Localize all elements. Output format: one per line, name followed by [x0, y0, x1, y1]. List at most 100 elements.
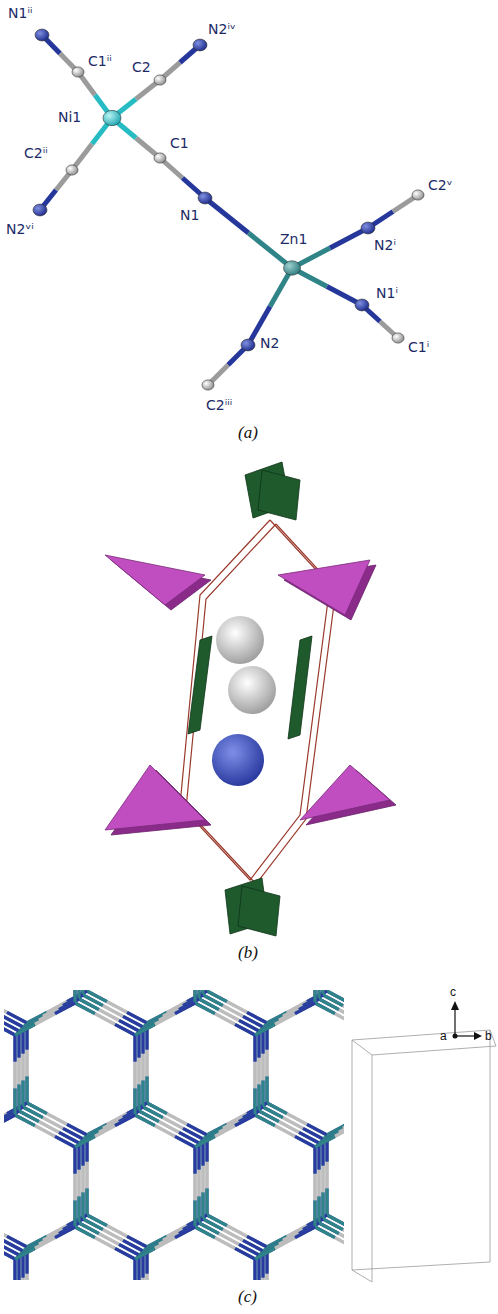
framework-bond — [145, 1076, 148, 1103]
atom-label: C2ⁱⁱ — [24, 146, 48, 161]
framework-bond — [261, 1054, 264, 1081]
framework-bond — [133, 1259, 136, 1280]
atom-ellipsoid — [154, 153, 166, 163]
framework-bond — [261, 1080, 264, 1107]
atom-ellipsoid — [72, 67, 84, 77]
framework-bond — [115, 1115, 135, 1126]
framework-bond — [155, 1014, 175, 1025]
framework-bond — [265, 1274, 268, 1280]
framework-bond — [317, 1196, 320, 1223]
framework-bond — [219, 1122, 239, 1133]
framework-bond — [115, 1248, 135, 1259]
framework-bond — [275, 1238, 295, 1249]
framework-bond — [155, 1238, 175, 1249]
framework-bond — [115, 1024, 135, 1035]
framework-bond — [195, 1136, 215, 1147]
framework-bond — [77, 990, 80, 999]
framework-bond — [255, 1115, 275, 1126]
framework-bond — [315, 1136, 335, 1147]
framework-bond — [73, 1174, 76, 1201]
atom-label: C2 — [132, 60, 151, 75]
atom-label: C1 — [170, 136, 189, 151]
framework-bond — [133, 1035, 136, 1062]
framework-bond — [159, 1234, 179, 1245]
axis-label: b — [485, 1030, 492, 1043]
framework-bond — [135, 1024, 155, 1035]
framework-bond — [19, 1244, 39, 1255]
framework-bond — [261, 1278, 264, 1280]
framework-bond — [15, 1248, 35, 1259]
framework-bond — [4, 1002, 7, 1013]
framework-bond — [197, 1170, 200, 1197]
framework-bond — [235, 1115, 255, 1126]
framework-bond — [295, 1136, 315, 1147]
framework-bond — [115, 1115, 135, 1126]
framework-bond — [155, 1126, 175, 1137]
framework-bond — [279, 1010, 299, 1021]
framework-bond — [21, 1278, 24, 1280]
framework-bond — [335, 1014, 344, 1025]
framework-bond — [135, 1115, 155, 1126]
atom-label: C1ⁱⁱ — [88, 54, 112, 69]
framework-bond — [335, 1014, 344, 1025]
framework-bond — [253, 1062, 256, 1089]
framework-bond — [4, 1024, 15, 1035]
framework-bond — [197, 1170, 200, 1197]
framework-bond — [81, 1166, 84, 1193]
framework-bond — [21, 1278, 24, 1280]
unit-cell-edge — [372, 1046, 496, 1055]
guest-molecule-sphere — [216, 616, 264, 664]
framework-bond — [205, 1162, 208, 1189]
atom-label: C1ⁱ — [408, 340, 429, 355]
framework-bond — [141, 1080, 144, 1107]
framework-bond — [85, 1162, 88, 1189]
framework-bond — [17, 1058, 20, 1085]
framework-bond — [133, 1035, 136, 1062]
axis-label: a — [440, 1030, 447, 1043]
zinc-tetrahedron — [278, 560, 370, 615]
framework-bond — [253, 1062, 256, 1089]
atom-label: N1ⁱ — [376, 286, 398, 301]
framework-bond — [325, 1188, 328, 1215]
framework-bond — [265, 1050, 268, 1077]
framework-bond — [195, 1136, 215, 1147]
framework-bond — [193, 990, 196, 1003]
atom-label: N2ⁱ — [374, 238, 396, 253]
bond-stick — [205, 198, 249, 233]
framework-bond — [139, 1244, 159, 1255]
framework-bond — [135, 1115, 155, 1126]
framework-bond — [85, 1188, 88, 1215]
framework-bond — [4, 1226, 7, 1237]
framework-bond — [295, 1136, 315, 1147]
framework-bond — [55, 1003, 75, 1014]
framework-bond — [13, 1088, 16, 1115]
framework-bond — [219, 1122, 239, 1133]
framework-bond — [275, 1126, 295, 1137]
framework-bond — [19, 1020, 39, 1031]
framework-bond — [115, 1024, 135, 1035]
atom-ellipsoid — [35, 29, 49, 41]
framework-bond — [137, 1084, 140, 1111]
framework-bond — [73, 1147, 76, 1174]
framework-bond — [4, 1115, 15, 1126]
zinc-tetrahedron — [300, 765, 390, 820]
atom-ellipsoid — [412, 190, 424, 200]
atom-label: Ni1 — [58, 110, 81, 125]
framework-bond — [139, 1020, 159, 1031]
framework-bond — [25, 1274, 28, 1280]
framework-bond — [25, 1050, 28, 1077]
framework-bond — [275, 1126, 295, 1137]
framework-bond — [317, 1196, 320, 1223]
atom-label: N2ⁱᵛ — [208, 22, 236, 37]
framework-bond — [195, 1003, 215, 1014]
framework-bond — [257, 1058, 260, 1085]
framework-bond — [19, 1020, 39, 1031]
framework-bond — [261, 1278, 264, 1280]
framework-bond — [195, 1227, 215, 1238]
nickel-square — [288, 636, 312, 739]
framework-bond — [21, 1080, 24, 1107]
framework-bond — [4, 1226, 7, 1237]
framework-bond — [193, 1174, 196, 1201]
framework-bond — [193, 1174, 196, 1201]
